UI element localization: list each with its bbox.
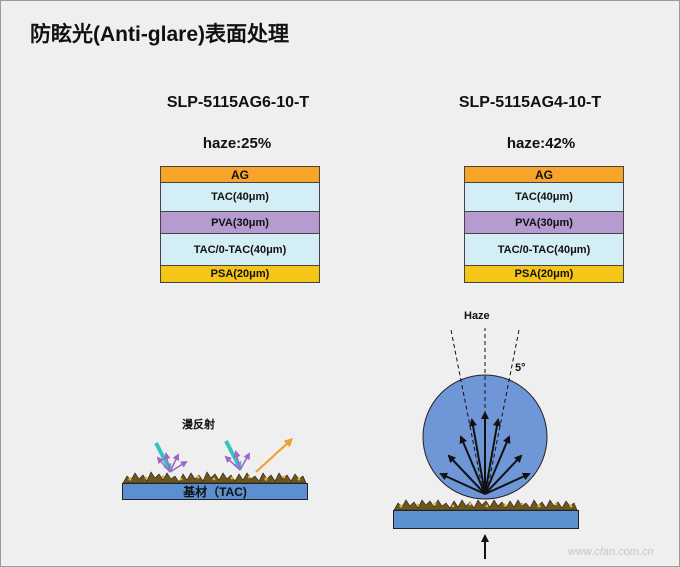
right-layer-stack: AG TAC(40μm) PVA(30μm) TAC/0-TAC(40μm) P…: [464, 166, 624, 283]
layer-psa: PSA(20μm): [465, 266, 623, 282]
watermark-text: www.cfan.com.cn: [568, 546, 654, 558]
left-model-name: SLP-5115AG6-10-T: [166, 94, 310, 111]
layer-pva: PVA(30μm): [161, 212, 319, 234]
haze-label: Haze: [464, 310, 490, 322]
left-layer-stack: AG TAC(40μm) PVA(30μm) TAC/0-TAC(40μm) P…: [160, 166, 320, 283]
layer-tac-0tac: TAC/0-TAC(40μm): [161, 234, 319, 266]
layer-ag: AG: [465, 167, 623, 183]
layer-ag: AG: [161, 167, 319, 183]
page-title: 防眩光(Anti-glare)表面处理: [30, 23, 289, 46]
left-haze-value: haze:25%: [202, 135, 272, 152]
layer-tac: TAC(40μm): [465, 183, 623, 212]
layer-pva: PVA(30μm): [465, 212, 623, 234]
substrate-label: 基材（TAC): [183, 485, 247, 499]
haze-sphere-diagram: [422, 328, 548, 500]
angle-label: 5°: [515, 362, 526, 374]
left-diffuse-rays: [154, 437, 294, 473]
layer-tac: TAC(40μm): [161, 183, 319, 212]
diffuse-reflection-label: 漫反射: [182, 419, 215, 431]
right-model-name: SLP-5115AG4-10-T: [458, 94, 602, 111]
layer-psa: PSA(20μm): [161, 266, 319, 282]
right-rough-surface: [393, 499, 578, 511]
right-substrate: [393, 510, 579, 529]
left-rough-surface: [122, 471, 307, 484]
right-haze-value: haze:42%: [506, 135, 576, 152]
layer-tac-0tac: TAC/0-TAC(40μm): [465, 234, 623, 266]
left-substrate: 基材（TAC): [122, 483, 308, 500]
